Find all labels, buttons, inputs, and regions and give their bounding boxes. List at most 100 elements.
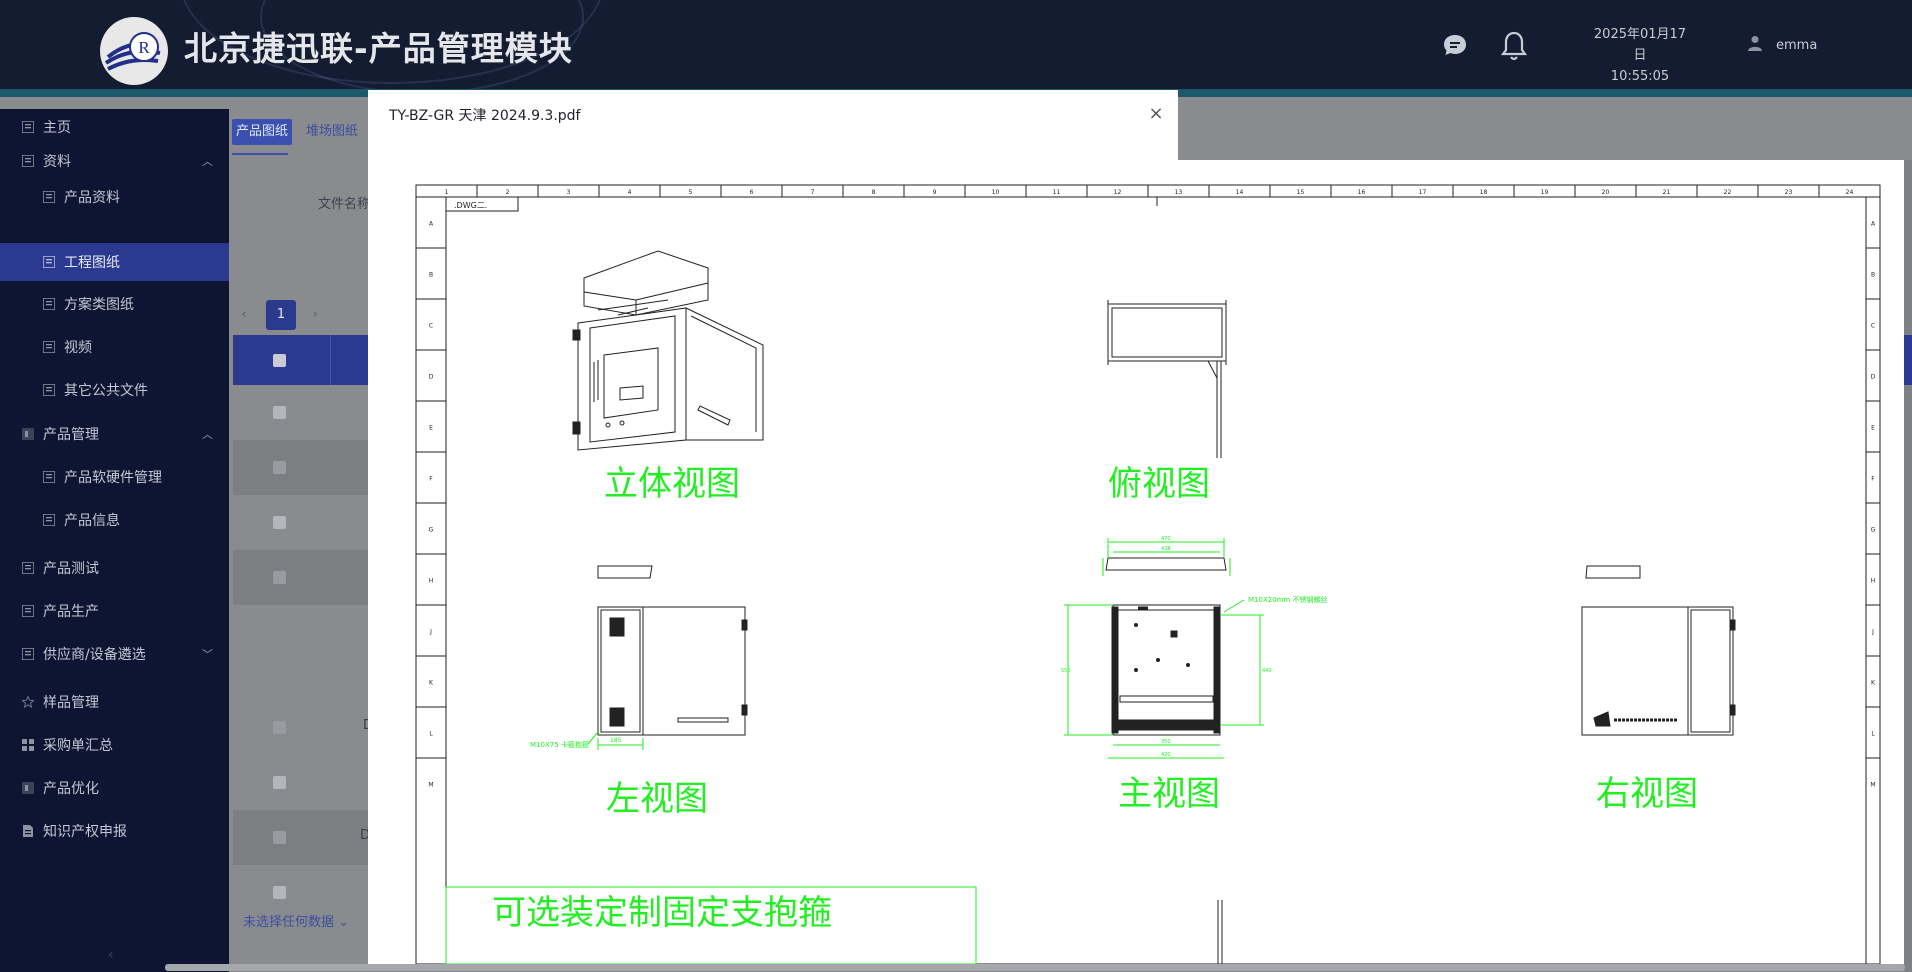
pager-next-button[interactable]: › [312,307,318,322]
table-row[interactable] [233,755,368,810]
row-checkbox[interactable] [273,406,286,419]
sidebar-item-videos[interactable]: 视频 [0,329,229,365]
row-letter: A [1871,221,1876,228]
sidebar-item-samples[interactable]: 样品管理 [0,684,229,720]
row-checkbox[interactable] [273,886,286,899]
table-header [233,335,368,385]
app-title: 北京捷迅联-产品管理模块 [184,29,573,68]
row-letter: B [1871,272,1875,279]
view-label-iso: 立体视图 [604,464,740,504]
sidebar-item-product-info[interactable]: 产品信息 [0,502,229,538]
row-letter: C [429,323,433,330]
pdf-viewer-page [1178,160,1904,964]
column-number: 18 [1480,189,1488,196]
sidebar-item-suppliers[interactable]: 供应商/设备遴选 ﹀ [0,636,229,672]
bell-icon[interactable] [1500,30,1528,66]
right-page-block [1904,335,1912,385]
sidebar-item-home[interactable]: 主页 [0,109,229,145]
selection-status-dropdown[interactable]: 未选择任何数据 ⌄ [243,915,350,930]
user-menu[interactable]: emma [1748,35,1817,55]
chevron-down-icon: ﹀ [202,648,213,661]
row-letter: C [1871,323,1875,330]
column-divider [330,335,331,385]
dimension-text: 420 [1161,752,1171,758]
table-row[interactable] [233,495,368,550]
list-icon [42,340,56,354]
pager-prev-button[interactable]: ‹ [241,307,247,322]
row-checkbox[interactable] [273,571,286,584]
horizontal-scrollbar[interactable] [165,964,1905,971]
row-checkbox[interactable] [273,721,286,734]
sidebar-item-other-files[interactable]: 其它公共文件 [0,372,229,408]
row-checkbox[interactable] [273,776,286,789]
sidebar-collapse-button[interactable]: ‹ [108,947,114,963]
sidebar-item-ip-filing[interactable]: 知识产权申报 [0,813,229,849]
tab-bar: 产品图纸 堆场图纸 [229,109,369,155]
sidebar-item-label: 产品软硬件管理 [64,470,162,486]
column-number: 7 [811,189,815,196]
row-checkbox[interactable] [273,461,286,474]
table-row[interactable]: D [233,700,373,755]
table-row[interactable] [233,865,368,920]
sidebar-item-materials[interactable]: 资料 ︿ [0,143,229,179]
chat-icon[interactable] [1442,32,1468,62]
list-icon [42,513,56,527]
sidebar-item-label: 产品信息 [64,513,120,529]
sidebar-item-software-hardware[interactable]: 产品软硬件管理 [0,459,229,495]
row-letter: A [429,221,434,228]
table-row[interactable] [233,550,368,605]
table-row[interactable] [233,385,368,440]
filter-label-filename: 文件名称 [318,197,371,212]
sidebar-item-product-management[interactable]: 产品管理 ︿ [0,416,229,452]
table-row[interactable]: D [233,810,370,865]
close-icon[interactable]: × [1148,103,1164,124]
column-number: 6 [750,189,754,196]
tab-yard-drawings[interactable]: 堆场图纸 [306,124,359,139]
sidebar-item-production[interactable]: 产品生产 [0,593,229,629]
sidebar-item-label: 产品生产 [43,604,99,620]
column-number: 9 [933,189,937,196]
right-view-graphic [1581,565,1736,736]
column-number: 8 [872,189,876,196]
column-number: 22 [1724,189,1732,196]
datetime: 2025年01月17日 10:55:05 [1590,24,1690,87]
row-letter: L [429,731,433,738]
pager-page-1[interactable]: 1 [266,300,296,330]
svg-text:R: R [138,38,150,57]
select-all-checkbox[interactable] [273,354,286,367]
sidebar-item-product-testing[interactable]: 产品测试 [0,550,229,586]
row-letter: H [1871,578,1876,585]
sidebar-item-optimization[interactable]: 产品优化 [0,770,229,806]
list-icon [42,297,56,311]
top-view-graphic [1107,300,1227,458]
sidebar-item-product-materials[interactable]: 产品资料 [0,179,229,215]
column-number: 3 [567,189,571,196]
column-number: 10 [992,189,1000,196]
row-checkbox[interactable] [273,831,286,844]
row-letter: M [428,782,433,789]
list-icon [21,561,35,575]
row-letter: D [429,374,434,381]
row-letter: E [429,425,433,432]
column-number: 1 [445,189,449,196]
sidebar-item-label: 视频 [64,340,92,356]
sidebar-item-label: 工程图纸 [64,255,120,271]
view-label-front: 主视图 [1118,774,1220,814]
sidebar-item-solution-drawings[interactable]: 方案类图纸 [0,286,229,322]
sidebar-item-purchase-orders[interactable]: 采购单汇总 [0,727,229,763]
svg-text:.DWG二.: .DWG二. [454,201,487,210]
left-view-graphic [597,565,748,736]
column-number: 14 [1236,189,1244,196]
row-letter: F [429,476,433,483]
sidebar-item-label: 产品管理 [43,427,99,443]
grid-icon [22,428,34,440]
list-icon [21,154,35,168]
table-row[interactable] [233,440,368,495]
row-letter: H [429,578,434,585]
sidebar-item-engineering-drawings[interactable]: 工程图纸 [0,243,229,281]
dimension-text: 550 [1061,668,1071,674]
tab-product-drawings[interactable]: 产品图纸 [232,119,293,145]
row-checkbox[interactable] [273,516,286,529]
row-letter: J [1871,629,1874,636]
sidebar-item-label: 知识产权申报 [43,824,127,840]
